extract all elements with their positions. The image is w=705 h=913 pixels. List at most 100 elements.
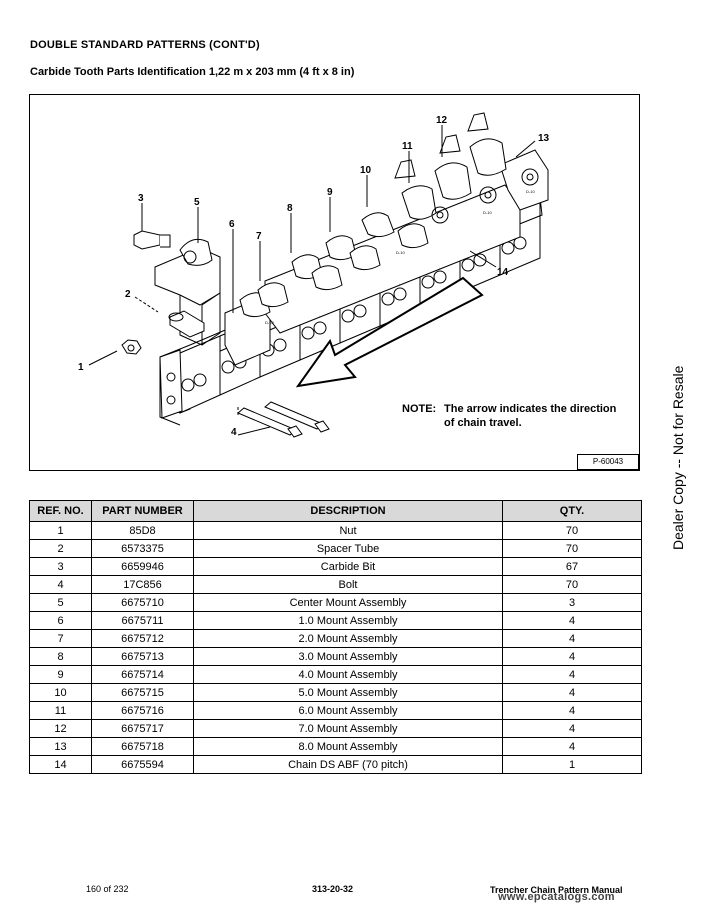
header-description: DESCRIPTION (193, 500, 503, 522)
cell-part-number: 6659946 (91, 557, 194, 576)
page-number: 160 of 232 (86, 884, 129, 894)
cell-description: 2.0 Mount Assembly (193, 629, 503, 648)
cell-qty: 1 (502, 755, 642, 774)
cell-ref-no: 6 (29, 611, 92, 630)
cell-part-number: 6675710 (91, 593, 194, 612)
cell-description: 7.0 Mount Assembly (193, 719, 503, 738)
cell-description: 3.0 Mount Assembly (193, 647, 503, 666)
cell-ref-no: 10 (29, 683, 92, 702)
cell-qty: 4 (502, 611, 642, 630)
document-code: 313-20-32 (312, 884, 354, 894)
cell-part-number: 6675718 (91, 737, 194, 756)
cell-ref-no: 4 (29, 575, 92, 594)
watermark: www.epcatalogs.com (498, 891, 615, 903)
cell-ref-no: 13 (29, 737, 92, 756)
cell-description: Center Mount Assembly (193, 593, 503, 612)
cell-part-number: 85D8 (91, 521, 194, 540)
callout-7: 7 (256, 231, 262, 242)
carbide-bits (133, 112, 489, 250)
callout-12: 12 (436, 115, 448, 126)
cell-part-number: 6675716 (91, 701, 194, 720)
cell-part-number: 6675594 (91, 755, 194, 774)
direction-note: NOTE: The arrow indicates the direction o… (402, 402, 616, 430)
callout-14: 14 (497, 267, 509, 278)
callout-10: 10 (360, 165, 372, 176)
cell-ref-no: 3 (29, 557, 92, 576)
cell-ref-no: 14 (29, 755, 92, 774)
cell-description: 6.0 Mount Assembly (193, 701, 503, 720)
cell-qty: 70 (502, 539, 642, 558)
svg-text:D-10: D-10 (265, 320, 274, 325)
callout-9: 9 (327, 187, 333, 198)
parts-illustration: 1 2 3 4 5 6 7 8 9 10 11 12 13 14 D-10 D-… (29, 94, 640, 471)
cell-part-number: 6573375 (91, 539, 194, 558)
cell-qty: 4 (502, 683, 642, 702)
cell-qty: 3 (502, 593, 642, 612)
cell-part-number: 6675715 (91, 683, 194, 702)
callout-2: 2 (125, 289, 131, 300)
cell-ref-no: 11 (29, 701, 92, 720)
callout-13: 13 (538, 133, 550, 144)
cell-description: Spacer Tube (193, 539, 503, 558)
callout-8: 8 (287, 203, 293, 214)
page-title: DOUBLE STANDARD PATTERNS (CONT'D) (30, 39, 260, 51)
svg-text:D-10: D-10 (483, 210, 492, 215)
note-line-1: The arrow indicates the direction (444, 403, 617, 415)
callout-5: 5 (194, 197, 200, 208)
cell-ref-no: 8 (29, 647, 92, 666)
cell-description: 5.0 Mount Assembly (193, 683, 503, 702)
note-line-2: of chain travel. (444, 417, 522, 429)
manual-title: Trencher Chain Pattern Manual (490, 885, 623, 895)
callout-1: 1 (78, 362, 84, 373)
cell-description: Bolt (193, 575, 503, 594)
header-qty: QTY. (502, 500, 642, 522)
cell-description: 4.0 Mount Assembly (193, 665, 503, 684)
cell-part-number: 6675713 (91, 647, 194, 666)
cell-qty: 70 (502, 521, 642, 540)
cell-qty: 70 (502, 575, 642, 594)
dealer-copy-notice: Dealer Copy -- Not for Resale (670, 365, 686, 550)
svg-text:D-10: D-10 (396, 250, 405, 255)
chain-drawing: 1 2 3 4 5 6 7 8 9 10 11 12 13 14 D-10 D-… (78, 112, 550, 438)
cell-qty: 4 (502, 719, 642, 738)
cell-description: Nut (193, 521, 503, 540)
cell-part-number: 6675714 (91, 665, 194, 684)
cell-qty: 4 (502, 737, 642, 756)
cell-description: Carbide Bit (193, 557, 503, 576)
cell-ref-no: 9 (29, 665, 92, 684)
callout-3: 3 (138, 193, 144, 204)
callout-6: 6 (229, 219, 235, 230)
header-ref-no: REF. NO. (29, 500, 92, 522)
cell-qty: 4 (502, 647, 642, 666)
header-part-number: PART NUMBER (91, 500, 194, 522)
callout-4: 4 (231, 427, 237, 438)
chain-direction-arrow (295, 276, 484, 388)
hardware (121, 310, 330, 438)
cell-description: 1.0 Mount Assembly (193, 611, 503, 630)
leader-lines (88, 125, 536, 436)
callout-11: 11 (402, 141, 413, 152)
cell-ref-no: 5 (29, 593, 92, 612)
note-label: NOTE: (402, 403, 437, 415)
cell-part-number: 17C856 (91, 575, 194, 594)
cell-part-number: 6675711 (91, 611, 194, 630)
cell-ref-no: 1 (29, 521, 92, 540)
cell-part-number: 6675717 (91, 719, 194, 738)
mount-assemblies (154, 138, 549, 366)
figure-id: P-60043 (577, 454, 639, 470)
